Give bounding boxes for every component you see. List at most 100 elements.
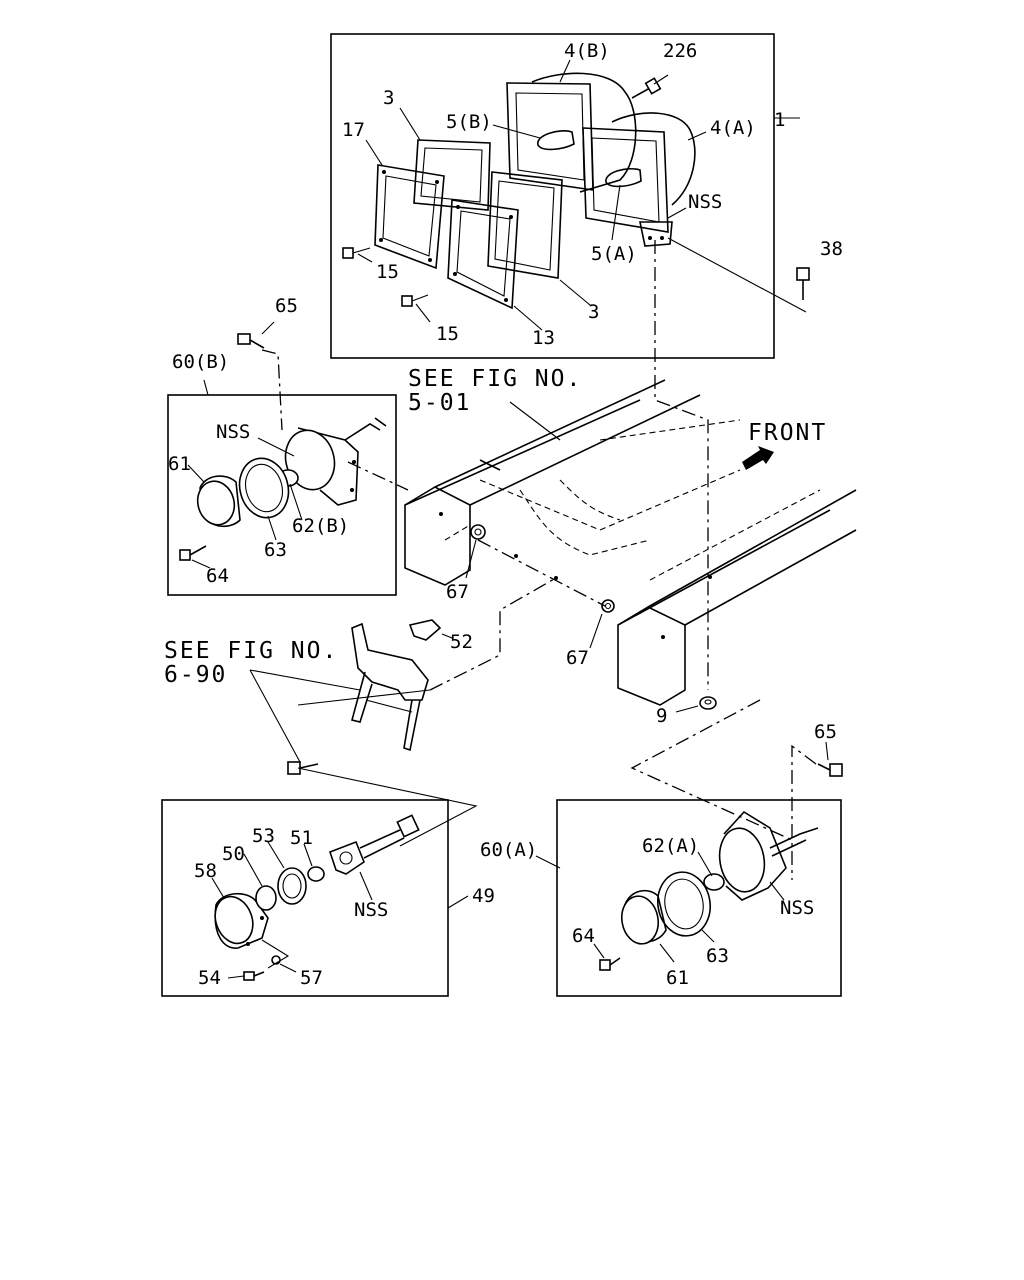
screw-15-upper [342, 247, 371, 259]
bumper-frame: SEE FIG NO. 5-01 [347, 240, 857, 841]
socket-housing [328, 840, 365, 875]
bulb-5a [605, 167, 642, 188]
callout-nss-60a: NSS [780, 897, 814, 919]
callout-54: 54 [198, 967, 221, 989]
mount-line-67 [477, 539, 606, 607]
gasket-3-right [487, 171, 563, 279]
turn-signal-60a-box [556, 799, 842, 997]
callout-13: 13 [532, 327, 555, 349]
ref-fig-690-line1: SEE FIG NO. [164, 638, 338, 664]
ref-fig-501-leader [509, 401, 561, 441]
bulb-62a [703, 873, 725, 891]
ref-fig-690-line2: 6-90 [164, 662, 227, 688]
bumper-right-end [617, 606, 686, 706]
callout-4a: 4(A) [710, 117, 756, 139]
ref-fig-501-line1: SEE FIG NO. [408, 366, 582, 392]
callout-5a: 5(A) [591, 243, 637, 265]
side-lamp-49-box [161, 799, 449, 997]
callout-57: 57 [300, 967, 323, 989]
headlamp-assembly-box [330, 33, 775, 359]
mount-line-60a [630, 699, 793, 841]
lamp-housing-4a [611, 112, 696, 206]
nut-67-right [601, 599, 615, 613]
headlamp-assembly-group: 1 3 3 4(B) 4(A) 5(B) 5(A) 226 17 15 15 1… [330, 33, 843, 359]
bolt-65-right [817, 763, 843, 777]
mounting-bracket [639, 221, 673, 247]
callout-60b: 60(B) [172, 351, 229, 373]
front-label: FRONT [748, 420, 827, 446]
callout-53: 53 [252, 825, 275, 847]
callout-nss-headlamp: NSS [688, 191, 722, 213]
nut-67-left [470, 524, 486, 540]
mount-line-bracket [429, 577, 557, 691]
callout-52: 52 [450, 631, 473, 653]
callout-17: 17 [342, 119, 365, 141]
callout-9: 9 [656, 705, 667, 727]
bolt-65-top [237, 333, 265, 349]
lamp-frame-4b [506, 82, 594, 191]
callout-50: 50 [222, 843, 245, 865]
callout-nss-49: NSS [354, 899, 388, 921]
front-arrow-icon [742, 446, 774, 470]
bracket-to-49-line [297, 767, 478, 847]
callout-38: 38 [820, 238, 843, 260]
gasket-3-left [413, 139, 491, 211]
callout-nss-60b: NSS [216, 421, 250, 443]
callout-67-left: 67 [446, 581, 469, 603]
callout-5b: 5(B) [446, 111, 492, 133]
lamp-body-60b [297, 427, 359, 506]
screw-64-a [599, 957, 621, 971]
callout-65-right: 65 [814, 721, 837, 743]
turn-signal-60b-box [167, 394, 397, 596]
callout-15-upper: 15 [376, 261, 399, 283]
bulb-51 [307, 866, 325, 882]
bracket-assembly: SEE FIG NO. 6-90 52 [164, 577, 557, 847]
bulb-5b [537, 130, 575, 151]
callout-3-upper: 3 [383, 87, 394, 109]
wire-lead [344, 423, 381, 441]
bolt-38-leader [667, 237, 807, 313]
connector [396, 814, 420, 838]
callout-67-right: 67 [566, 647, 589, 669]
callout-63-a: 63 [706, 945, 729, 967]
seal-50 [255, 885, 277, 911]
callout-61-b: 61 [168, 453, 191, 475]
callout-62a: 62(A) [642, 835, 699, 857]
callout-226: 226 [663, 40, 697, 62]
callout-15-lower: 15 [436, 323, 459, 345]
mount-line-9 [654, 240, 709, 690]
screw-54 [243, 971, 265, 981]
bracket-plate [351, 622, 429, 701]
callout-60a: 60(A) [480, 839, 537, 861]
nut-9 [699, 696, 717, 710]
callout-64-b: 64 [206, 565, 229, 587]
screw-15-lower [401, 294, 429, 307]
lamp-frame-4a [582, 127, 669, 233]
mount-line-65-right [791, 744, 817, 880]
callout-61-a: 61 [666, 967, 689, 989]
callout-49: 49 [472, 885, 495, 907]
callout-65-top: 65 [275, 295, 298, 317]
callout-4b: 4(B) [564, 40, 610, 62]
bezel-13 [447, 199, 519, 310]
clip-52 [408, 619, 442, 641]
callout-62b: 62(B) [292, 515, 349, 537]
callout-63-b: 63 [264, 539, 287, 561]
callout-64-a: 64 [572, 925, 595, 947]
callout-3-lower: 3 [588, 301, 599, 323]
turn-signal-60a-group: 60(A) 65 62(A) NSS 63 61 64 [480, 721, 843, 997]
callout-1: 1 [774, 109, 785, 131]
bolt-38 [796, 267, 810, 300]
callout-58: 58 [194, 860, 217, 882]
mount-line-65-top [261, 349, 283, 431]
side-lamp-49-group: 49 58 50 53 51 NSS 54 57 [161, 799, 495, 997]
turn-signal-60b-group: 60(B) 65 NSS 61 62(B) 63 64 [167, 295, 397, 596]
bezel-17 [374, 164, 445, 270]
lamp-body-60a [723, 810, 787, 901]
gasket-53 [277, 867, 307, 905]
screw-64-b [179, 545, 207, 561]
lens-58 [214, 892, 269, 949]
callout-51: 51 [290, 827, 313, 849]
ref-fig-501-line2: 5-01 [408, 390, 471, 416]
